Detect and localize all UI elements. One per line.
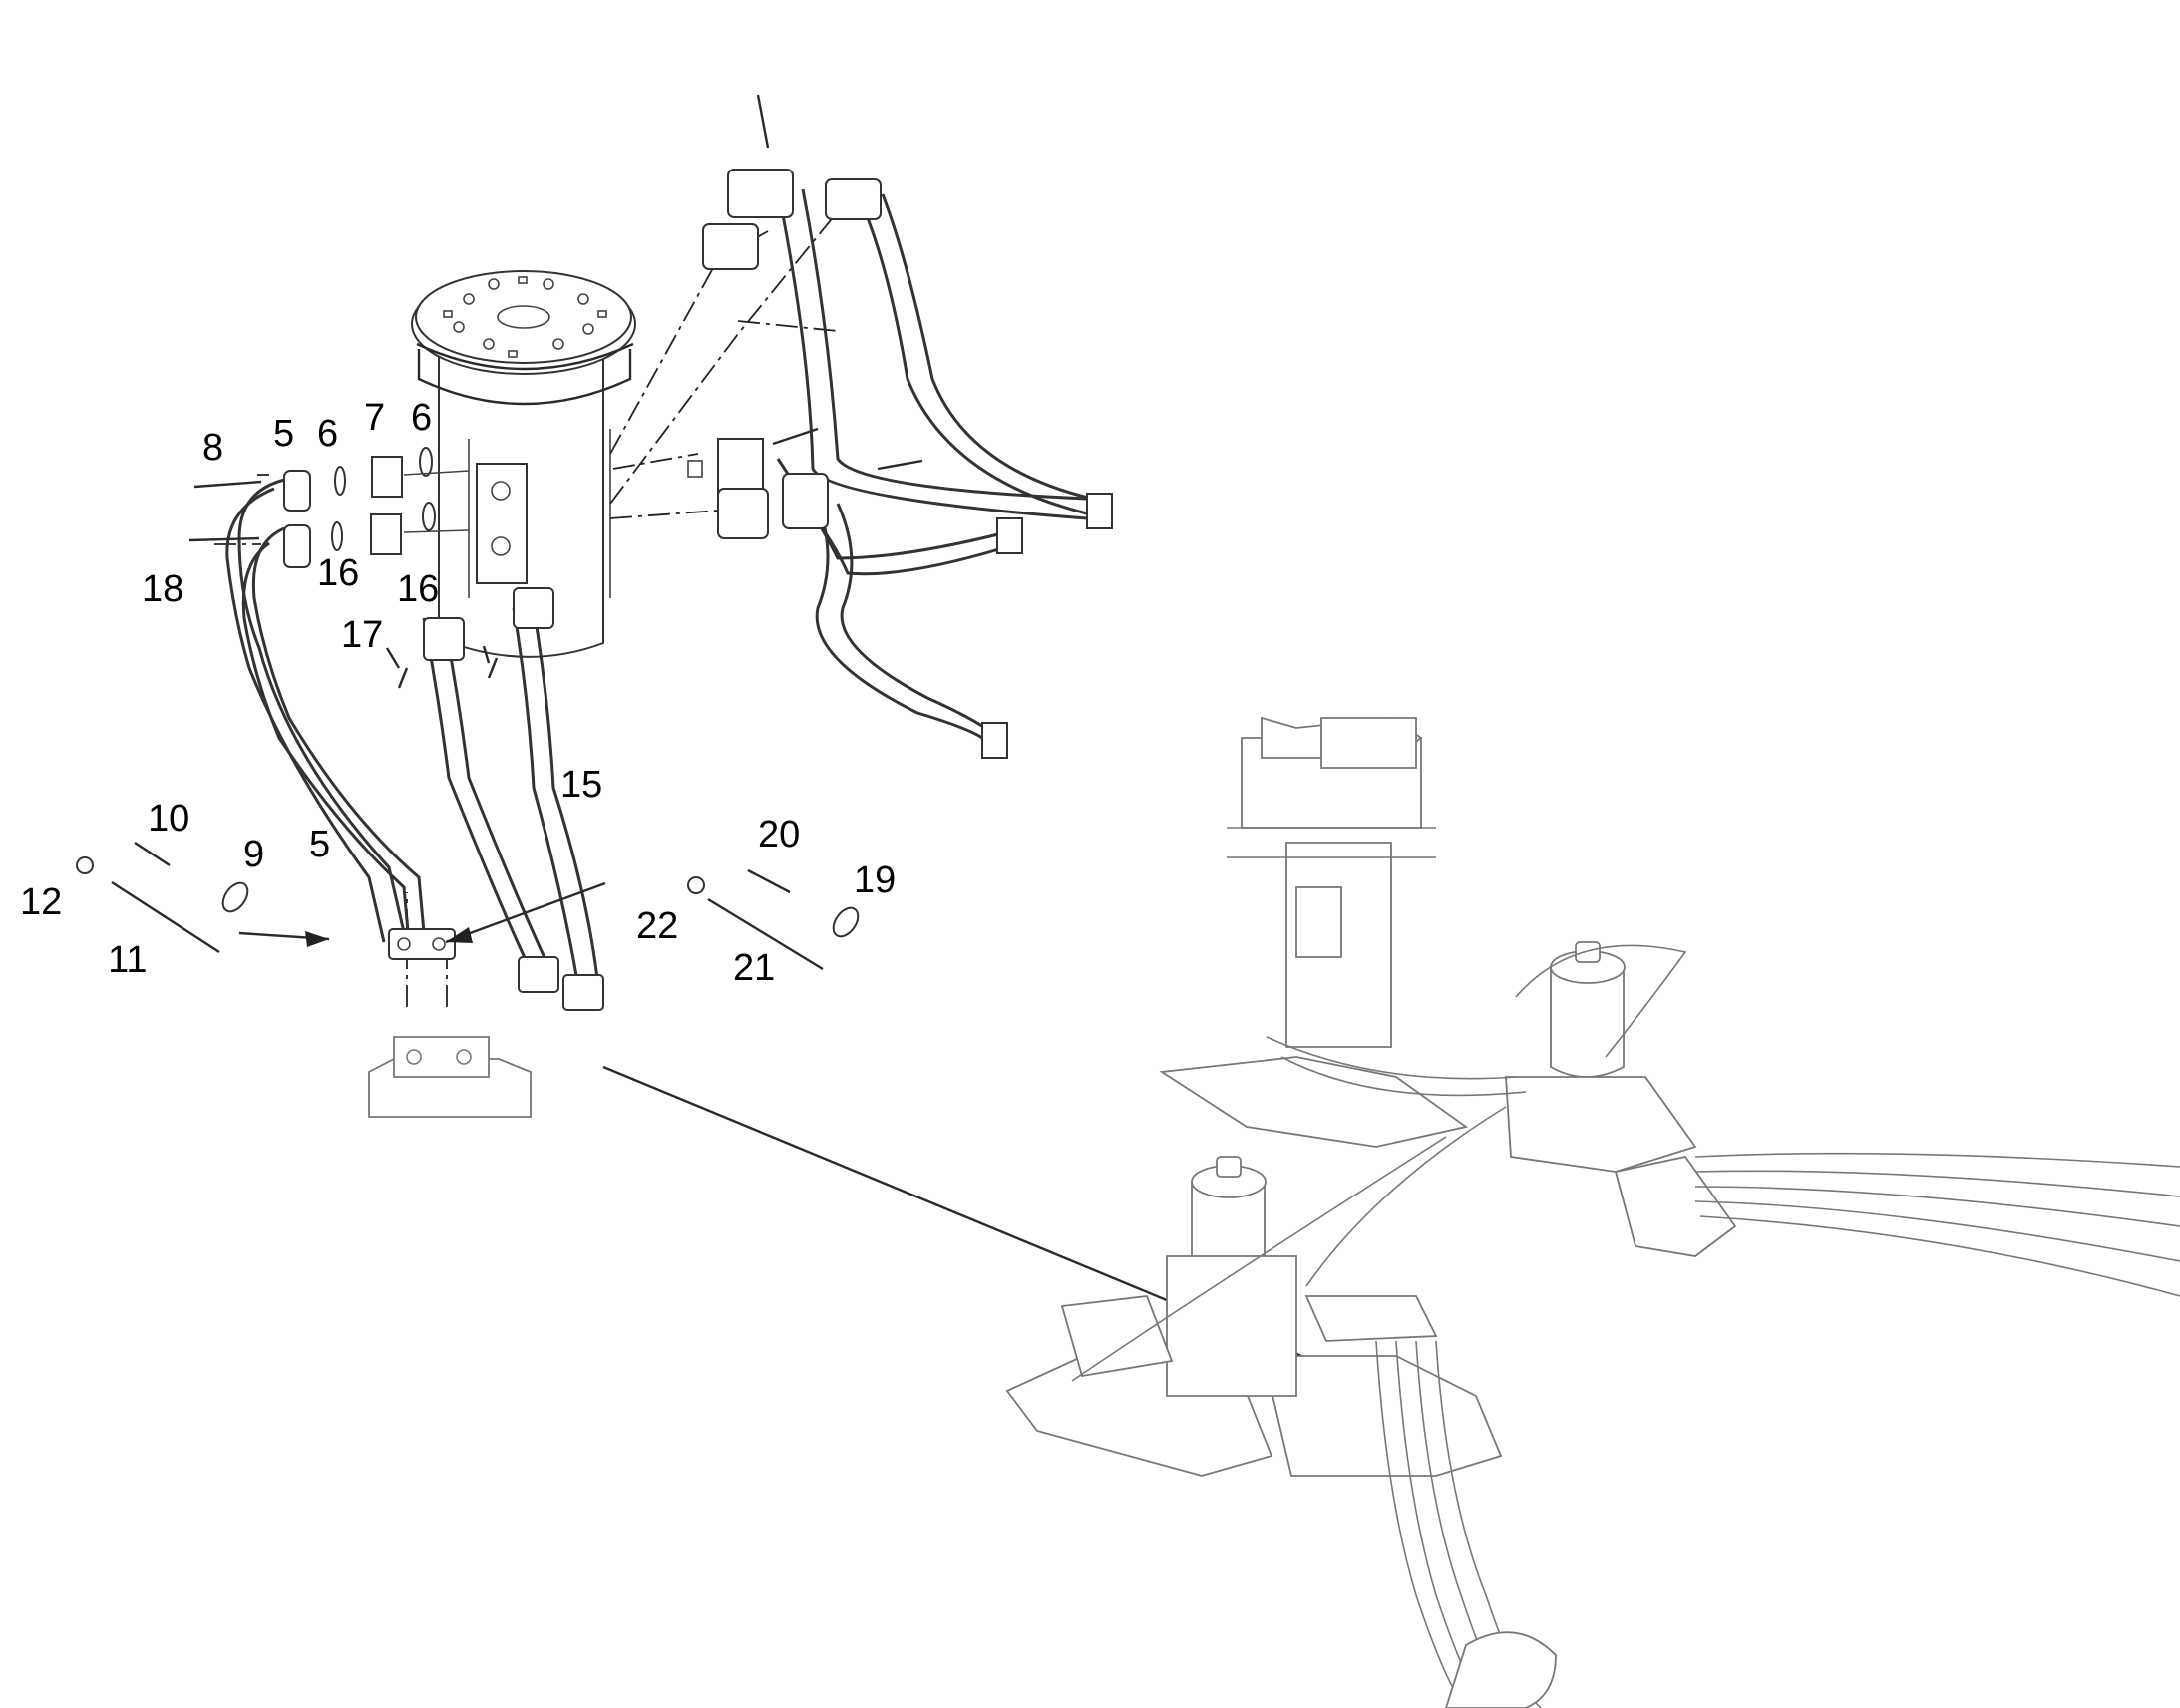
valve-block xyxy=(368,1036,532,1118)
callout-20: 20 xyxy=(758,814,801,855)
callout-18: 18 xyxy=(142,568,184,610)
left-hose-assembly xyxy=(225,470,604,1011)
callout-22: 22 xyxy=(636,905,679,947)
dash-dot-leaders xyxy=(214,198,849,1007)
callout-19: 19 xyxy=(854,859,897,901)
callout-11: 11 xyxy=(108,939,148,981)
callout-6: 6 xyxy=(411,397,433,439)
upper-right-hoses xyxy=(687,94,1113,759)
callout-8: 8 xyxy=(202,427,224,469)
callout-21: 21 xyxy=(733,947,776,989)
rotary-union-cylinder xyxy=(411,270,636,658)
callout-5: 5 xyxy=(273,413,295,455)
callout-12: 12 xyxy=(20,881,63,923)
callout-5: 5 xyxy=(309,824,331,865)
callout-9: 9 xyxy=(243,834,265,875)
callout-16: 16 xyxy=(317,552,360,594)
callout-6: 6 xyxy=(317,413,339,455)
small-parts-lower xyxy=(76,841,860,971)
callout-17: 17 xyxy=(341,614,384,656)
callout-10: 10 xyxy=(148,798,190,840)
machine-assembly-ghost xyxy=(1005,716,2180,1708)
callout-15: 15 xyxy=(560,764,603,806)
callout-7: 7 xyxy=(364,397,386,439)
small-parts-upper xyxy=(188,447,491,669)
callout-16: 16 xyxy=(397,568,440,610)
